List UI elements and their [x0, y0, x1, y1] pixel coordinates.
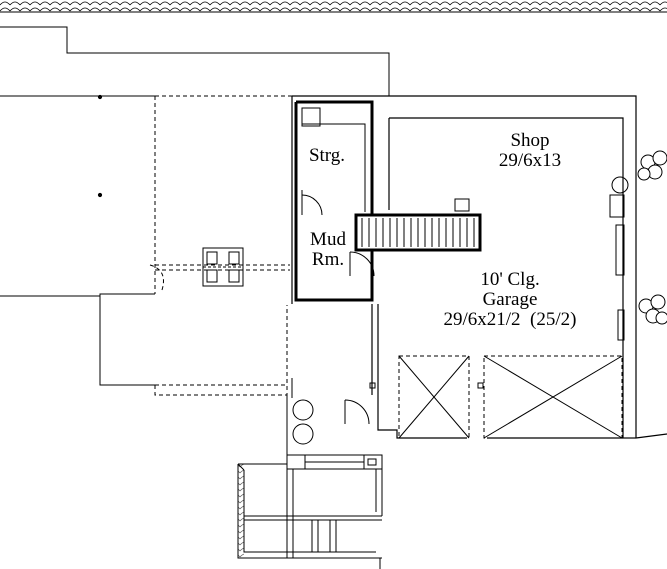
- storage-label: Strg.: [308, 145, 346, 166]
- shop-fixtures: [609, 176, 629, 341]
- garage-doors: [369, 355, 623, 439]
- shrubs: [637, 150, 667, 325]
- shop-size: 29/6x13: [498, 149, 562, 171]
- left-wing-outline: [0, 94, 155, 386]
- lower-deck: [237, 454, 383, 569]
- roof-edge: [0, 0, 667, 13]
- mud-room-label-line1: Mud: [310, 229, 346, 250]
- storage-door: [301, 194, 323, 216]
- mud-room-label-line2: Rm.: [311, 248, 345, 270]
- exterior-walls: [291, 95, 667, 439]
- laundry-nook: [286, 378, 370, 456]
- garage-label: 10' Clg. Garage 29/6x21/2 (25/2): [410, 270, 610, 330]
- upper-roof-outline: [0, 26, 390, 96]
- garage-name: Garage: [482, 288, 538, 310]
- mud-room-door: [349, 251, 375, 277]
- shop-name: Shop: [510, 130, 550, 151]
- shop-label: Shop 29/6x13: [470, 131, 590, 171]
- garage-ceiling: 10' Clg.: [480, 269, 540, 290]
- post-detail: [202, 247, 244, 287]
- storage-walls: [294, 100, 374, 302]
- stairs: [354, 198, 482, 252]
- mud-room-label: Mud Rm.: [300, 230, 356, 270]
- deck-texture: [238, 464, 244, 558]
- garage-size: 29/6x21/2 (25/2): [443, 308, 577, 330]
- patio-dashed-outline: [149, 95, 292, 396]
